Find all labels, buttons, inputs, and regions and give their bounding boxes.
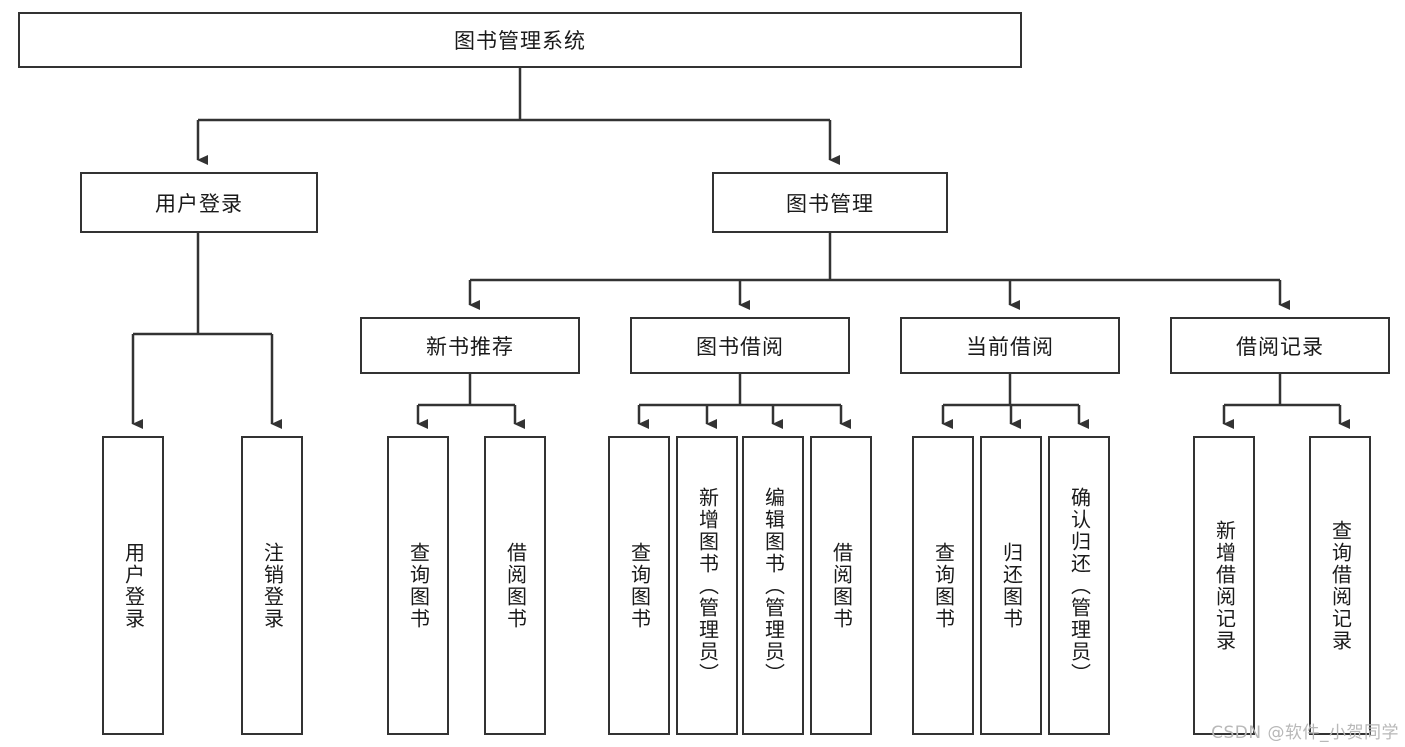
leaf-label: 查询图书 (406, 541, 431, 630)
node-book-management-label: 图书管理 (786, 191, 874, 216)
leaf-current-query-book[interactable]: 查询图书 (912, 436, 974, 735)
node-current-borrow[interactable]: 当前借阅 (900, 317, 1120, 374)
node-root[interactable]: 图书管理系统 (18, 12, 1022, 68)
node-new-book-recommend-label: 新书推荐 (426, 334, 514, 359)
leaf-label: 新增借阅记录 (1212, 519, 1237, 652)
leaf-label: 用户登录 (121, 541, 146, 630)
leaf-current-confirm-return-admin[interactable]: 确认归还（管理员） (1048, 436, 1110, 735)
leaf-user-login-login[interactable]: 用户登录 (102, 436, 164, 735)
leaf-label: 编辑图书（管理员） (761, 486, 786, 685)
leaf-borrow-add-book-admin[interactable]: 新增图书（管理员） (676, 436, 738, 735)
leaf-user-login-logout[interactable]: 注销登录 (241, 436, 303, 735)
leaf-label: 确认归还（管理员） (1067, 486, 1092, 685)
node-book-borrow[interactable]: 图书借阅 (630, 317, 850, 374)
leaf-record-query[interactable]: 查询借阅记录 (1309, 436, 1371, 735)
leaf-label: 查询图书 (627, 541, 652, 630)
node-book-management[interactable]: 图书管理 (712, 172, 948, 233)
node-root-label: 图书管理系统 (454, 29, 586, 53)
watermark-text: CSDN @软件_小贺同学 (1211, 723, 1399, 743)
leaf-borrow-query-book[interactable]: 查询图书 (608, 436, 670, 735)
node-new-book-recommend[interactable]: 新书推荐 (360, 317, 580, 374)
leaf-new-book-borrow[interactable]: 借阅图书 (484, 436, 546, 735)
node-user-login[interactable]: 用户登录 (80, 172, 318, 233)
leaf-label: 借阅图书 (829, 541, 854, 630)
leaf-label: 查询图书 (931, 541, 956, 630)
leaf-borrow-edit-book-admin[interactable]: 编辑图书（管理员） (742, 436, 804, 735)
node-borrow-record-label: 借阅记录 (1236, 334, 1324, 359)
leaf-label: 新增图书（管理员） (695, 486, 720, 685)
leaf-new-book-query[interactable]: 查询图书 (387, 436, 449, 735)
leaf-borrow-borrow-book[interactable]: 借阅图书 (810, 436, 872, 735)
leaf-label: 查询借阅记录 (1328, 519, 1353, 652)
leaf-label: 注销登录 (260, 541, 285, 630)
node-book-borrow-label: 图书借阅 (696, 334, 784, 359)
node-current-borrow-label: 当前借阅 (966, 334, 1054, 359)
leaf-label: 借阅图书 (503, 541, 528, 630)
leaf-label: 归还图书 (999, 541, 1024, 630)
leaf-current-return-book[interactable]: 归还图书 (980, 436, 1042, 735)
node-user-login-label: 用户登录 (155, 191, 243, 216)
node-borrow-record[interactable]: 借阅记录 (1170, 317, 1390, 374)
leaf-record-add[interactable]: 新增借阅记录 (1193, 436, 1255, 735)
